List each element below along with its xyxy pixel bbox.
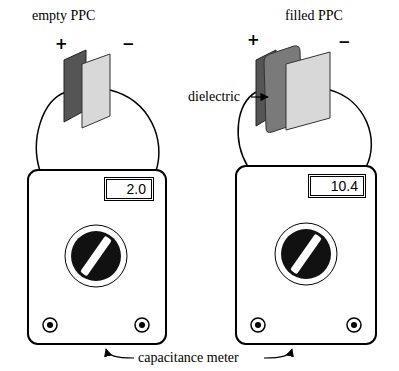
polarity-sign: +	[55, 36, 68, 52]
leader-arrow	[251, 96, 268, 97]
capacitance-meter	[28, 170, 166, 344]
part-label: capacitance meter	[138, 350, 239, 366]
wire	[238, 92, 256, 167]
view-title: filled PPC	[285, 8, 343, 24]
meter-display: 10.4	[308, 174, 366, 198]
display-reading: 2.0	[112, 181, 146, 197]
display-reading: 10.4	[316, 178, 358, 194]
part-label: dielectric	[188, 89, 240, 105]
leader-arrow	[106, 349, 134, 358]
polarity-sign: −	[338, 34, 351, 50]
negative-plate	[82, 54, 110, 128]
polarity-sign: −	[122, 36, 135, 52]
wire	[110, 90, 159, 171]
wire	[36, 92, 66, 171]
capacitance-meter	[236, 166, 376, 344]
view-title: empty PPC	[32, 8, 95, 24]
meter-display: 2.0	[104, 177, 154, 201]
polarity-sign: +	[247, 32, 260, 48]
leader-arrow	[264, 349, 292, 358]
wire	[330, 90, 371, 167]
negative-plate	[286, 52, 330, 130]
